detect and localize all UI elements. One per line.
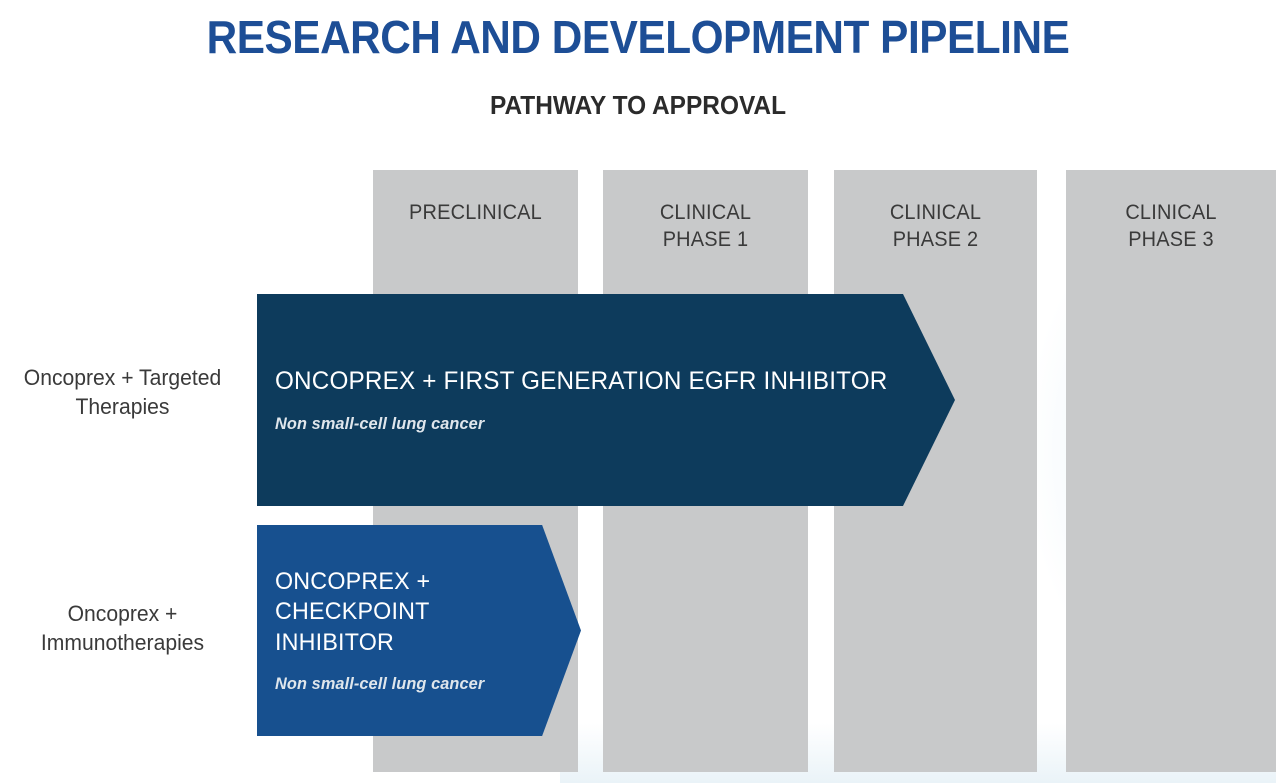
- program-content: ONCOPREX + CHECKPOINT INHIBITOR Non smal…: [257, 567, 581, 694]
- phase-column-clinical-phase-3: CLINICAL PHASE 3: [1066, 170, 1276, 772]
- program-title-oncoprex-egfr-inhibitor: ONCOPREX + FIRST GENERATION EGFR INHIBIT…: [275, 367, 888, 396]
- row-label-immunotherapies: Oncoprex + Immunotherapies: [40, 601, 205, 655]
- phase-label-preclinical: PRECLINICAL: [409, 201, 542, 224]
- program-indication-oncoprex-egfr-inhibitor: Non small-cell lung cancer: [275, 413, 485, 433]
- row-label-targeted-therapies: Oncoprex + Targeted Therapies: [23, 365, 222, 419]
- program-content: ONCOPREX + FIRST GENERATION EGFR INHIBIT…: [257, 366, 955, 434]
- page-title: RESEARCH AND DEVELOPMENT PIPELINE: [206, 11, 1070, 63]
- program-bar-oncoprex-egfr-inhibitor[interactable]: ONCOPREX + FIRST GENERATION EGFR INHIBIT…: [257, 294, 955, 506]
- phase-label-clinical-phase-3: CLINICAL PHASE 3: [1125, 201, 1217, 251]
- phase-label-clinical-phase-2: CLINICAL PHASE 2: [889, 201, 982, 251]
- program-bar-oncoprex-checkpoint-inhibitor[interactable]: ONCOPREX + CHECKPOINT INHIBITOR Non smal…: [257, 525, 581, 736]
- program-indication-oncoprex-checkpoint-inhibitor: Non small-cell lung cancer: [275, 673, 485, 693]
- page-subtitle: PATHWAY TO APPROVAL: [489, 90, 787, 120]
- program-title-oncoprex-checkpoint-inhibitor: ONCOPREX + CHECKPOINT INHIBITOR: [275, 568, 431, 656]
- phase-label-clinical-phase-1: CLINICAL PHASE 1: [659, 201, 752, 251]
